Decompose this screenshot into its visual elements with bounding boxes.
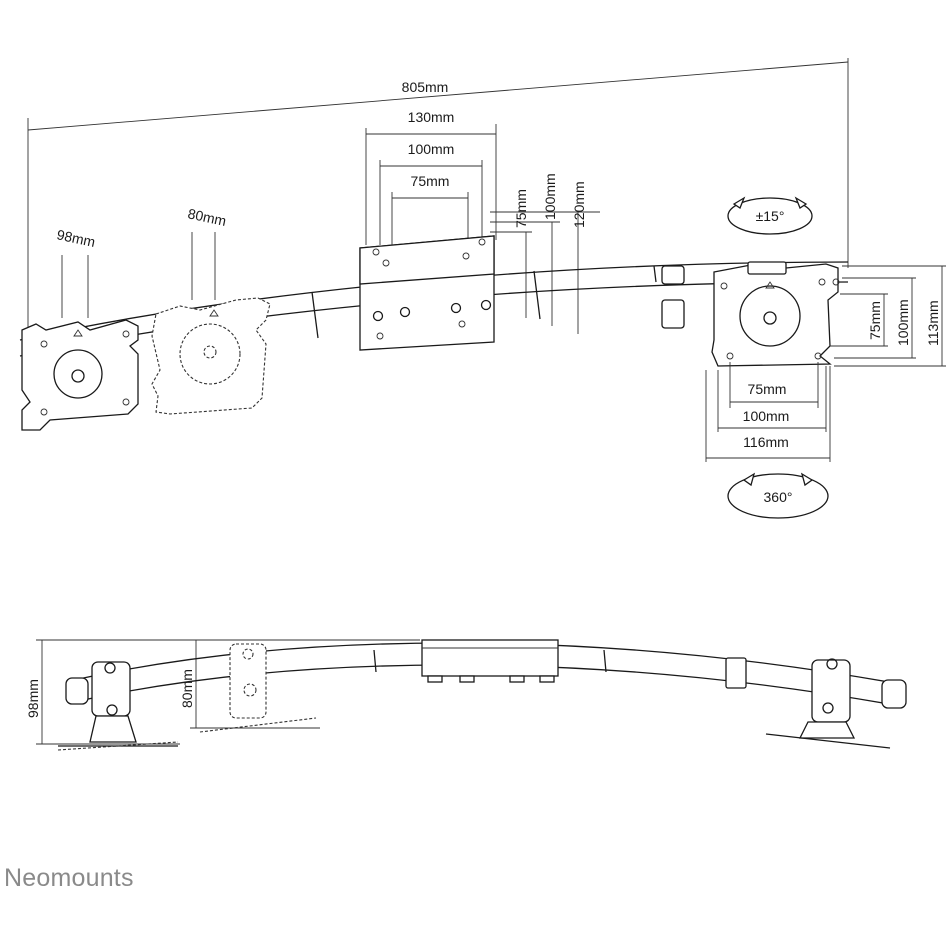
side-view: 98mm 80mm [25, 639, 907, 751]
left-vesa-plate [21, 319, 139, 431]
side-left-pivot [57, 661, 179, 751]
side-second-pivot [199, 643, 317, 733]
side-right-pivot [765, 658, 891, 749]
right-vesa-plate [711, 261, 840, 367]
brand-logo-text: Neomounts [4, 864, 134, 892]
dim-vesa-width-2: 100mm [743, 408, 790, 424]
dim-plate-height-outer: 120mm [571, 181, 587, 228]
tube-clamp-top [661, 265, 685, 285]
dim-plate-width-inner: 75mm [411, 173, 450, 189]
dim-left-drop: 98mm [55, 226, 96, 250]
rotation-indicator: 360° [727, 472, 829, 519]
side-center-plate [421, 639, 559, 677]
dim-plate-width-mid: 100mm [408, 141, 455, 157]
second-vesa-plate [151, 297, 271, 415]
front-view: 805mm 130mm 100mm 75mm 75mm 100mm 120mm … [19, 58, 946, 519]
dim-overall-width: 805mm [402, 79, 449, 95]
dim-vesa-height-2: 100mm [895, 299, 911, 346]
rotation-label: 360° [764, 489, 793, 505]
dim-vesa-width-3: 116mm [743, 434, 789, 450]
side-dim-second-drop: 80mm [179, 669, 195, 708]
tilt-label: ±15° [756, 208, 785, 224]
dim-second-drop: 80mm [186, 205, 227, 229]
side-dim-left-drop: 98mm [25, 679, 41, 718]
dim-plate-width-outer: 130mm [408, 109, 455, 125]
dim-plate-height-mid: 100mm [542, 173, 558, 220]
tilt-indicator: ±15° [727, 196, 813, 235]
dim-vesa-height-1: 75mm [867, 301, 883, 340]
tube-clamp-bottom [661, 299, 685, 329]
dim-plate-height-inner: 75mm [513, 189, 529, 228]
dim-vesa-height-3: 113mm [925, 300, 941, 346]
center-mount-plate [359, 235, 495, 351]
dim-vesa-width-1: 75mm [748, 381, 787, 397]
